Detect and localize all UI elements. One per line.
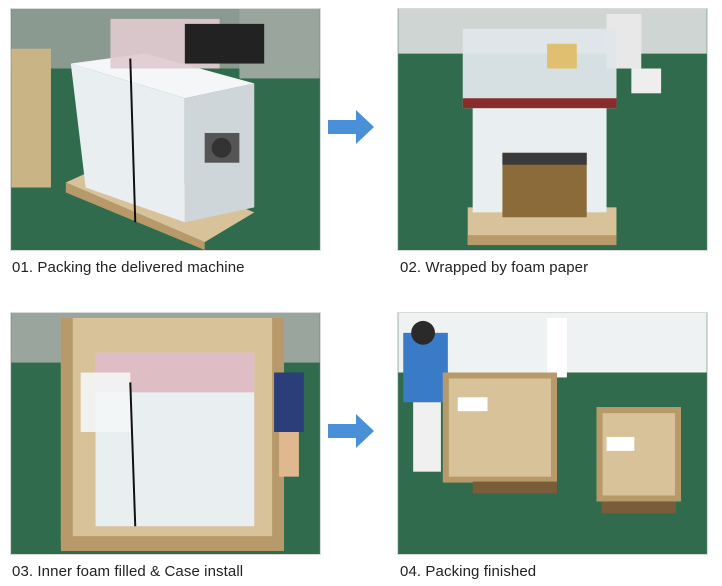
photo-wrapped-foam-paper	[398, 9, 707, 250]
caption-step-2: 02. Wrapped by foam paper	[400, 259, 589, 276]
photo-packing-delivered-machine	[11, 9, 320, 250]
photo-step-4	[397, 312, 708, 555]
photo-step-1	[10, 8, 321, 251]
arrow-right-icon	[328, 414, 374, 448]
photo-packing-finished	[398, 313, 707, 554]
caption-step-4: 04. Packing finished	[400, 563, 537, 580]
photo-inner-foam-case-install	[11, 313, 320, 554]
photo-step-3	[10, 312, 321, 555]
caption-step-1: 01. Packing the delivered machine	[12, 259, 245, 276]
photo-step-2	[397, 8, 708, 251]
caption-step-3: 03. Inner foam filled & Case install	[12, 563, 244, 580]
arrow-right-icon	[328, 110, 374, 144]
